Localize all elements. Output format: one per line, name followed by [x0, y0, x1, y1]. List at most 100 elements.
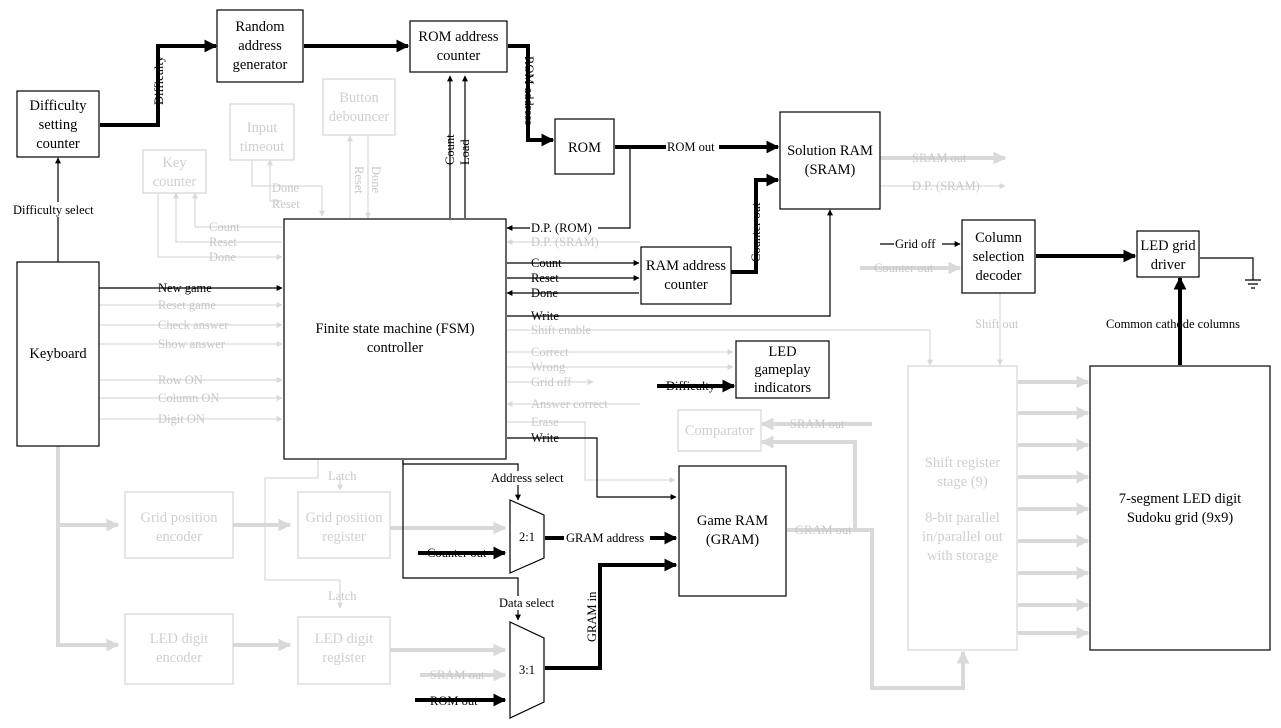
counter-out-label-mux: Counter out: [427, 546, 487, 560]
sram-out-label-comparator: SRAM out: [790, 417, 845, 431]
write-label-gram: Write: [531, 431, 559, 445]
led-digit-register-label-2: register: [322, 650, 366, 666]
button-debouncer-label-1: Button: [339, 90, 379, 106]
count-label: Count: [531, 256, 562, 270]
digit-on-label: Digit ON: [158, 412, 205, 426]
count-label-key: Count: [209, 220, 240, 234]
rom-address-label: ROM address: [522, 56, 536, 125]
done-label-debouncer: Done: [369, 166, 383, 194]
difficulty-setting-counter-label-2: setting: [39, 117, 78, 133]
led-gameplay-indicators-block: LED gameplay indicators: [735, 340, 830, 399]
column-selection-decoder-label-2: selection: [973, 249, 1025, 265]
rom-address-counter-block: ROM address counter: [409, 20, 508, 73]
counter-out-label-vertical: Counter out: [749, 202, 763, 262]
grid-off-label-fsm: Grid off: [531, 375, 572, 389]
random-address-generator-label-1: Random: [235, 19, 285, 35]
led-grid-driver-label-1: LED grid: [1140, 238, 1196, 254]
rom-block: ROM: [554, 118, 615, 175]
led-digit-encoder-label-2: encoder: [156, 650, 202, 666]
column-selection-decoder-label-3: decoder: [976, 268, 1022, 284]
dp-sram-label-top: D.P. (SRAM): [912, 179, 980, 193]
solution-ram-block: Solution RAM (SRAM): [779, 111, 881, 210]
led-gameplay-indicators-label-1: LED: [768, 344, 796, 360]
load-label-vertical: Load: [458, 139, 472, 165]
random-address-generator-label-3: generator: [233, 57, 288, 73]
row-on-label: Row ON: [158, 373, 203, 387]
key-counter-label-2: counter: [153, 174, 197, 190]
grid-position-register-label-2: register: [322, 529, 366, 545]
random-address-generator-block: Random address generator: [216, 9, 304, 83]
show-answer-label: Show answer: [158, 337, 226, 351]
led-gameplay-indicators-label-2: gameplay: [754, 362, 811, 378]
done-label: Done: [531, 286, 559, 300]
rom-address-counter-label-2: counter: [437, 48, 481, 64]
correct-label: Correct: [531, 345, 569, 359]
grid-position-register-block: Grid position register: [297, 491, 391, 559]
active-signal-labels: Difficulty Difficulty select ROM address…: [10, 55, 1240, 708]
column-selection-decoder-label-1: Column: [975, 230, 1022, 246]
comparator-label: Comparator: [685, 423, 754, 439]
led-digit-encoder-label-1: LED digit: [150, 631, 208, 647]
key-counter-label-1: Key: [162, 155, 187, 171]
fsm-controller-label-2: controller: [367, 340, 424, 356]
led-digit-register-label-1: LED digit: [315, 631, 373, 647]
led-gameplay-indicators-label-3: indicators: [754, 380, 812, 396]
button-debouncer-block: Button debouncer: [322, 78, 396, 136]
led-digit-encoder-block: LED digit encoder: [124, 613, 234, 685]
led-grid-driver-block: LED grid driver: [1136, 230, 1200, 278]
reset-label: Reset: [531, 271, 559, 285]
shift-register-label-5: in/parallel out: [922, 529, 1003, 545]
check-answer-label: Check answer: [158, 318, 229, 332]
address-select-label: Address select: [491, 471, 564, 485]
seven-segment-sudoku-grid-block: 7-segment LED digit Sudoku grid (9x9): [1089, 365, 1271, 651]
seven-segment-grid-label-1: 7-segment LED digit: [1119, 491, 1241, 507]
count-label-vertical: Count: [443, 134, 457, 165]
key-counter-block: Key counter: [142, 149, 207, 194]
mux-3-1-label: 3:1: [519, 663, 535, 677]
grid-position-encoder-label-1: Grid position: [141, 510, 219, 526]
done-label-timeout: Done: [272, 181, 300, 195]
grid-position-encoder-label-2: encoder: [156, 529, 202, 545]
solution-ram-label-2: (SRAM): [805, 162, 856, 178]
game-ram-label-1: Game RAM: [697, 513, 768, 529]
game-ram-label-2: (GRAM): [706, 532, 759, 548]
answer-correct-label: Answer correct: [531, 397, 608, 411]
sram-out-label-top: SRAM out: [912, 151, 967, 165]
wrong-label: Wrong: [531, 360, 566, 374]
latch-label-top: Latch: [328, 469, 357, 483]
button-debouncer-label-2: debouncer: [329, 109, 390, 125]
difficulty-setting-counter-label-1: Difficulty: [30, 98, 88, 114]
ram-address-counter-label-2: counter: [664, 277, 708, 293]
sram-out-label-mux: SRAM out: [430, 668, 485, 682]
reset-label-key: Reset: [209, 235, 237, 249]
gram-in-label-vertical: GRAM in: [585, 591, 599, 642]
difficulty-label-indicators: Difficulty: [666, 379, 716, 393]
solution-ram-label-1: Solution RAM: [787, 143, 873, 159]
ram-address-counter-label-1: RAM address: [646, 258, 727, 274]
led-grid-driver-label-2: driver: [1151, 257, 1186, 273]
difficulty-setting-counter-label-3: counter: [36, 136, 80, 152]
keyboard-block: Keyboard: [16, 261, 100, 447]
shift-register-stage-block: Shift register stage (9) 8-bit parallel …: [907, 365, 1018, 651]
erase-label: Erase: [531, 415, 559, 429]
grid-position-register-label-1: Grid position: [306, 510, 384, 526]
shift-register-label-4: 8-bit parallel: [925, 510, 999, 526]
rom-out-label: ROM out: [667, 140, 715, 154]
common-cathode-columns-label: Common cathode columns: [1106, 317, 1240, 331]
gram-address-label: GRAM address: [566, 531, 644, 545]
new-game-label: New game: [158, 281, 212, 295]
data-select-label: Data select: [499, 596, 555, 610]
grid-position-encoder-block: Grid position encoder: [124, 491, 234, 559]
dp-rom-label: D.P. (ROM): [531, 221, 592, 235]
reset-label-timeout: Reset: [272, 197, 300, 211]
difficulty-setting-counter-block: Difficulty setting counter: [16, 90, 100, 158]
comparator-block: Comparator: [677, 409, 762, 452]
ram-address-counter-block: RAM address counter: [640, 246, 732, 305]
fsm-controller-label-1: Finite state machine (FSM): [315, 321, 474, 337]
dp-sram-label-fsm: D.P. (SRAM): [531, 235, 599, 249]
mux-2-1-label: 2:1: [519, 530, 535, 544]
random-address-generator-label-2: address: [238, 38, 282, 54]
input-timeout-block: Input timeout: [229, 103, 295, 161]
shift-register-label-2: stage (9): [937, 474, 987, 490]
write-label-sram: Write: [531, 309, 559, 323]
